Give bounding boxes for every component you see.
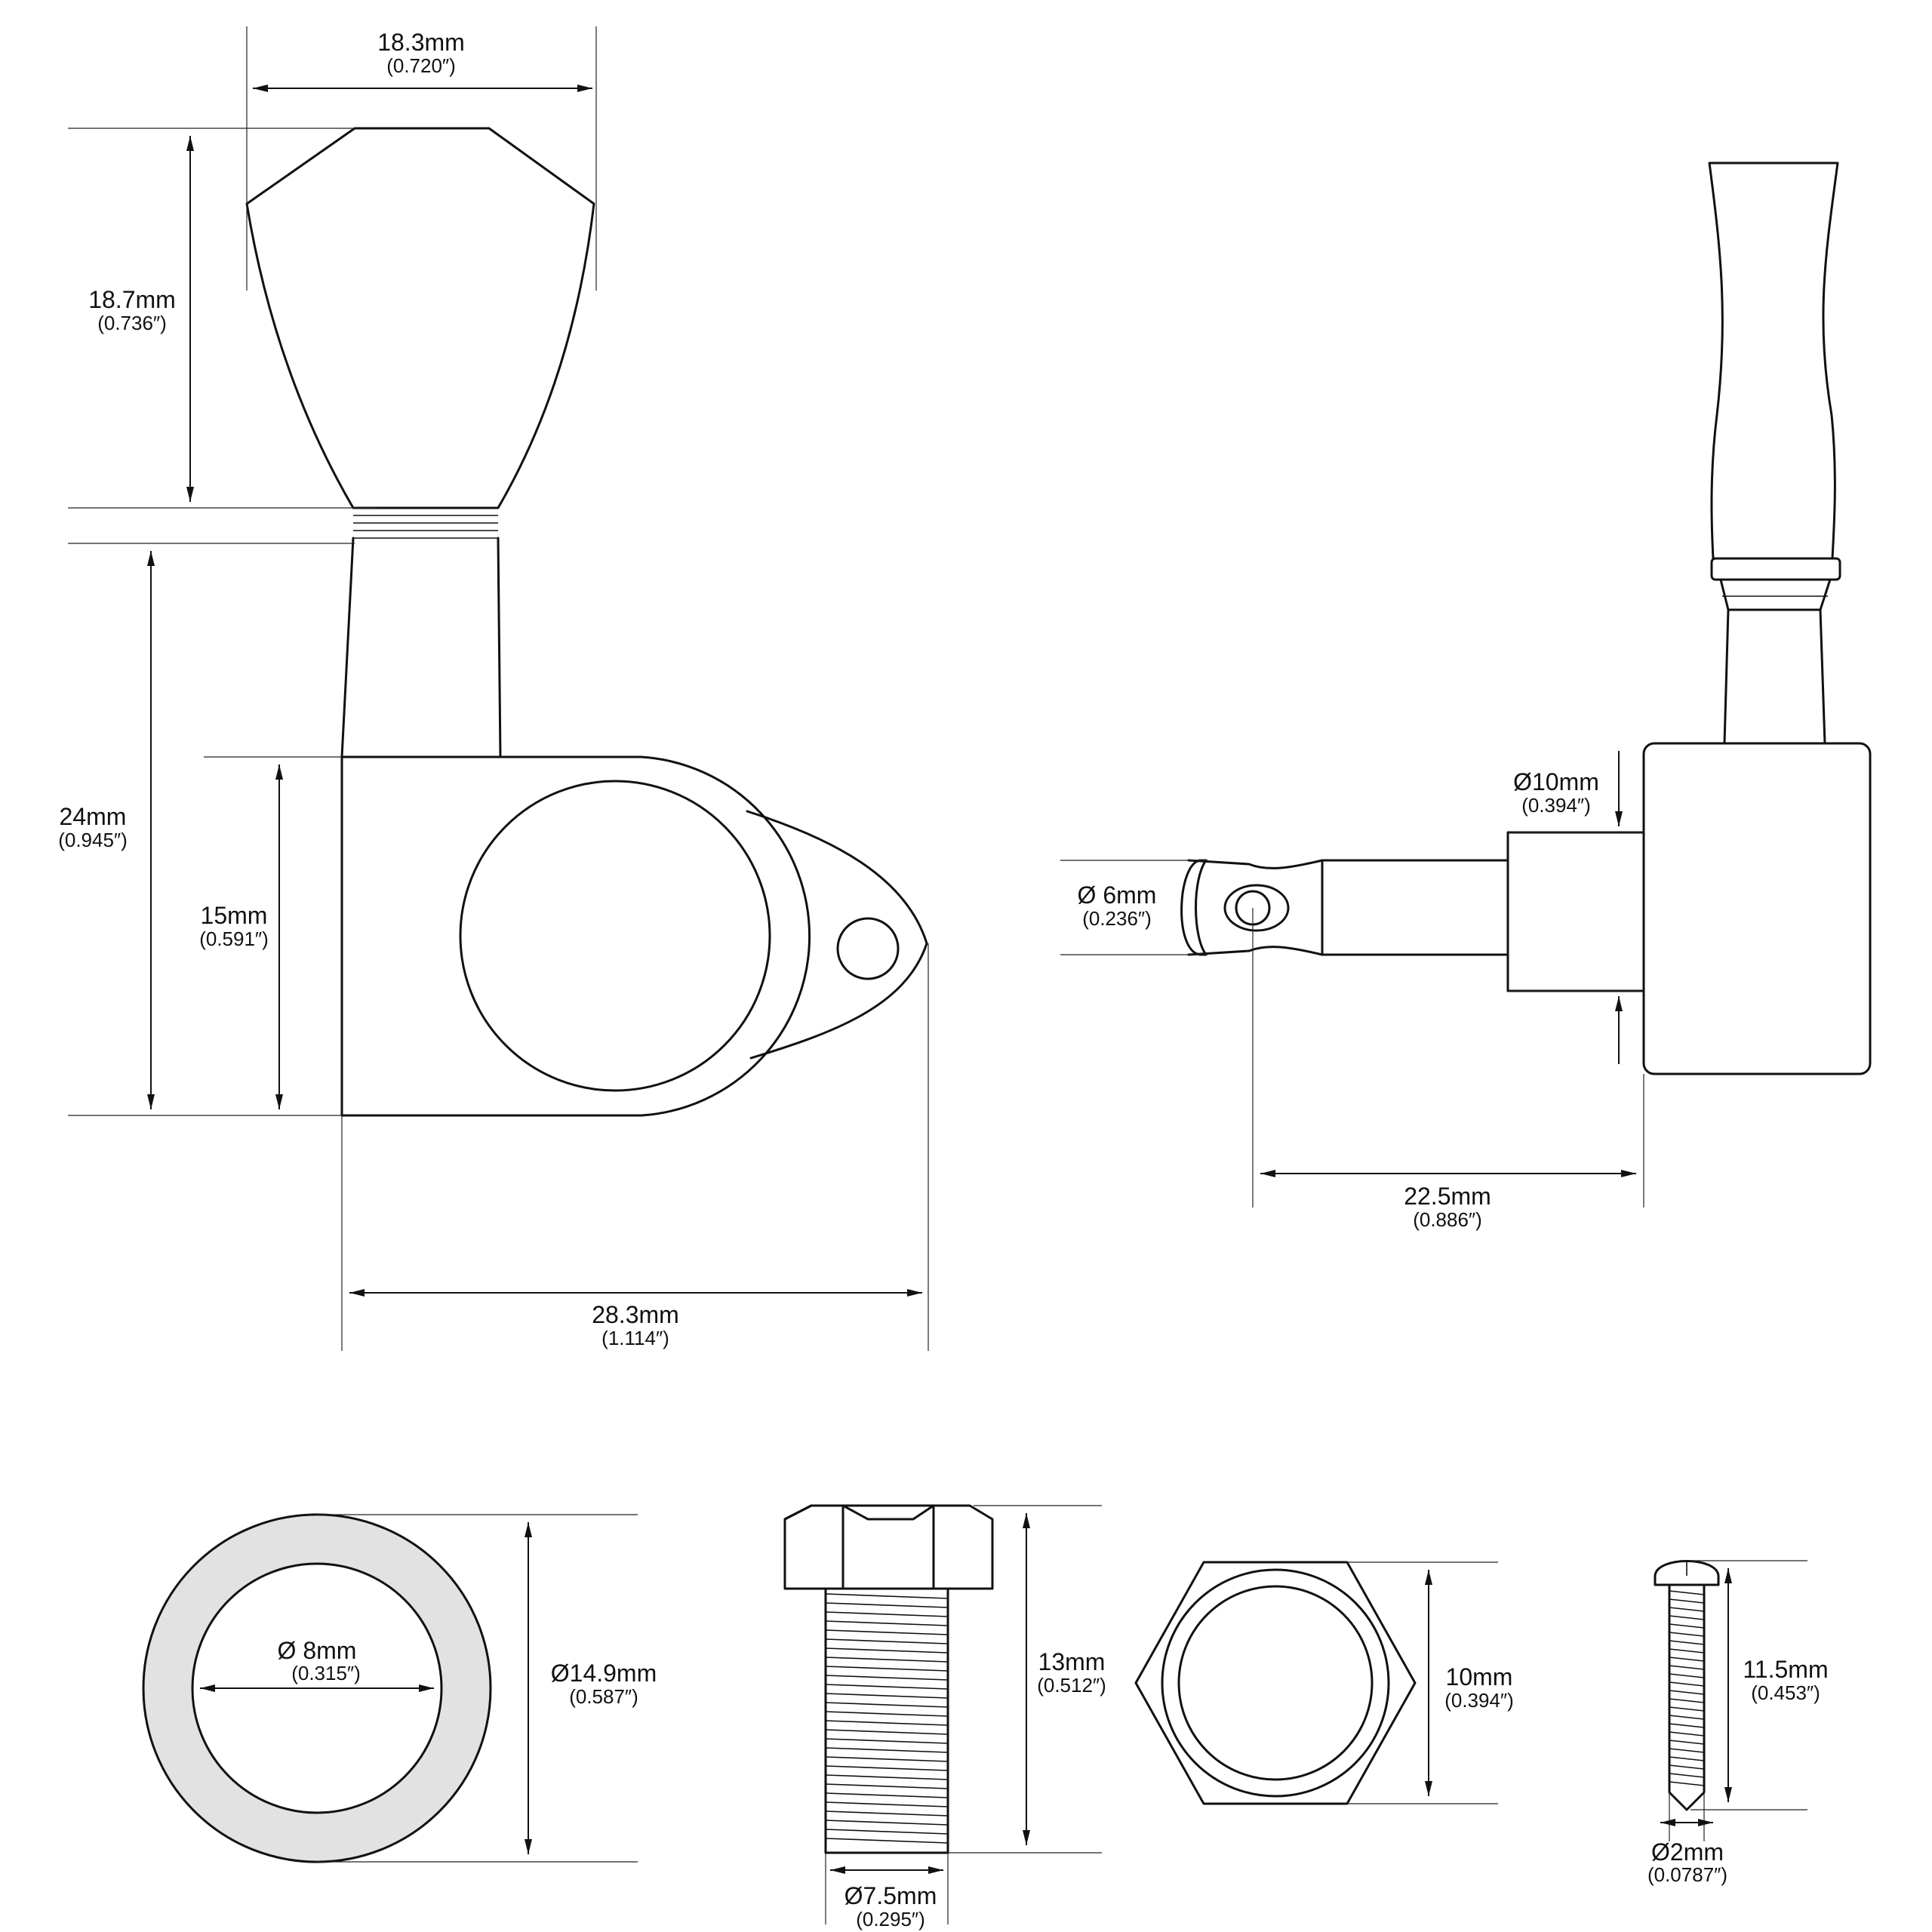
hex-nut-view: 10mm (0.394″) (1134, 1561, 1514, 1805)
button-collar (353, 507, 498, 539)
dim-post-dia-mm: Ø 6mm (1078, 881, 1157, 909)
dim-post-dia-in: (0.236″) (1082, 907, 1152, 930)
string-hole-icon (1223, 884, 1290, 932)
mounting-ear (746, 810, 928, 1060)
dim-nut-size-mm: 10mm (1446, 1663, 1513, 1690)
tuner-button-outline (245, 127, 595, 509)
dim-washer-inner-in: (0.315″) (291, 1662, 361, 1684)
dim-bolt-dia-mm: Ø7.5mm (844, 1882, 937, 1909)
dim-housing-height-mm: 15mm (201, 902, 268, 929)
screw-head (1654, 1560, 1720, 1586)
screw-threads (1669, 1590, 1705, 1786)
bushing-side (1506, 831, 1645, 992)
bolt-view: 13mm (0.512″) Ø7.5mm (0.295″) (783, 1504, 1106, 1930)
post-tip (1180, 859, 1208, 956)
housing-cap (459, 780, 771, 1092)
dim-button-width-mm: 18.3mm (377, 29, 465, 56)
nut-flange (1161, 1568, 1390, 1798)
tuner-front-view: 18.3mm (0.720″) 18.7mm (0.736″) 24mm (0.… (58, 26, 929, 1351)
tuner-shaft (340, 537, 502, 758)
bolt-threads (825, 1593, 949, 1844)
button-side-outline (1708, 162, 1839, 560)
dim-button-height-in: (0.736″) (97, 312, 167, 334)
dim-post-length-in: (0.886″) (1413, 1208, 1482, 1231)
string-post (1187, 859, 1509, 956)
tuner-housing (340, 755, 811, 1117)
dim-washer-inner-mm: Ø 8mm (278, 1637, 357, 1664)
tuner-side-view: Ø10mm (0.394″) Ø 6mm (0.236″) 22.5mm (0.… (1060, 162, 1872, 1231)
housing-side (1642, 742, 1872, 1075)
dim-screw-length-in: (0.453″) (1751, 1681, 1820, 1704)
dim-screw-length-mm: 11.5mm (1743, 1656, 1828, 1683)
dim-bolt-length-mm: 13mm (1038, 1648, 1106, 1675)
dim-screw-dia-mm: Ø2mm (1651, 1838, 1724, 1866)
dim-post-length-mm: 22.5mm (1404, 1183, 1491, 1210)
dim-washer-outer-in: (0.587″) (569, 1685, 638, 1708)
dim-washer-outer-mm: Ø14.9mm (551, 1660, 657, 1687)
washer-ring (142, 1513, 492, 1863)
dim-nut-size-in: (0.394″) (1444, 1689, 1514, 1712)
dim-shaft-to-base-mm: 24mm (60, 803, 127, 830)
dim-bushing-dia-in: (0.394″) (1521, 794, 1591, 817)
dim-shaft-to-base-in: (0.945″) (58, 829, 128, 851)
dim-housing-height-in: (0.591″) (199, 928, 269, 950)
shaft-side (1723, 608, 1826, 745)
dim-overall-length-mm: 28.3mm (592, 1301, 679, 1328)
dim-overall-length-in: (1.114″) (601, 1327, 669, 1349)
washer-view: Ø 8mm (0.315″) Ø14.9mm (0.587″) (142, 1513, 657, 1863)
mounting-hole-icon (836, 917, 900, 980)
dim-bolt-dia-in: (0.295″) (856, 1908, 925, 1930)
screw-view: 11.5mm (0.453″) Ø2mm (0.0787″) (1647, 1560, 1829, 1886)
dim-bolt-length-in: (0.512″) (1037, 1674, 1106, 1697)
button-side-collar (1710, 557, 1841, 581)
dim-button-width-in: (0.720″) (386, 54, 456, 77)
dim-bushing-dia-mm: Ø10mm (1513, 768, 1599, 795)
dim-button-height-mm: 18.7mm (88, 286, 176, 313)
dim-screw-dia-in: (0.0787″) (1647, 1863, 1727, 1886)
screw-shank (1668, 1583, 1706, 1811)
nut-bore (1177, 1585, 1374, 1781)
